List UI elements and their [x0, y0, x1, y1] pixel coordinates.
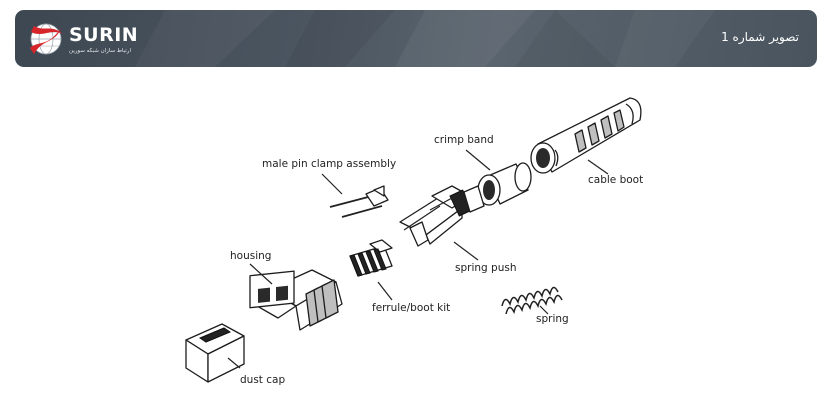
spring-part [501, 286, 563, 315]
label-ferrule-boot-kit: ferrule/boot kit [372, 302, 450, 314]
label-cable-boot: cable boot [588, 174, 643, 186]
header-facets [135, 10, 715, 67]
dust-cap-part [185, 323, 245, 383]
housing-part [249, 269, 343, 331]
label-male-pin-clamp: male pin clamp assembly [262, 158, 396, 170]
leader-male-pin-clamp [321, 173, 343, 195]
crimp-band-part [477, 162, 532, 206]
label-crimp-band: crimp band [434, 134, 494, 146]
leader-ferrule-boot-kit [377, 281, 393, 301]
leader-spring [539, 305, 549, 315]
spring-push-part [399, 185, 485, 247]
label-spring: spring [536, 313, 569, 325]
leader-cable-boot [587, 159, 609, 175]
label-spring-push: spring push [455, 262, 516, 274]
label-dust-cap: dust cap [240, 374, 285, 386]
connector-diagram: male pin clamp assembly crimp band cable… [185, 97, 643, 386]
ferrule-boot-kit-part [349, 239, 393, 277]
cable-boot-part [530, 97, 642, 174]
leader-crimp-band [465, 149, 491, 171]
logo-text: SURIN [69, 24, 139, 46]
leader-dust-cap [227, 357, 241, 369]
male-pin-clamp-part [329, 185, 389, 218]
header-bar: SURIN ارتباط سازان شبکه سورین تصویر شمار… [15, 10, 817, 67]
leader-spring-push [453, 241, 479, 261]
header-title: تصویر شماره 1 [721, 30, 799, 44]
surin-logo[interactable]: SURIN ارتباط سازان شبکه سورین [25, 18, 139, 60]
logo-subtitle: ارتباط سازان شبکه سورین [69, 48, 131, 54]
label-housing: housing [230, 250, 271, 262]
globe-logo-icon [30, 23, 63, 55]
leader-housing [249, 263, 273, 285]
